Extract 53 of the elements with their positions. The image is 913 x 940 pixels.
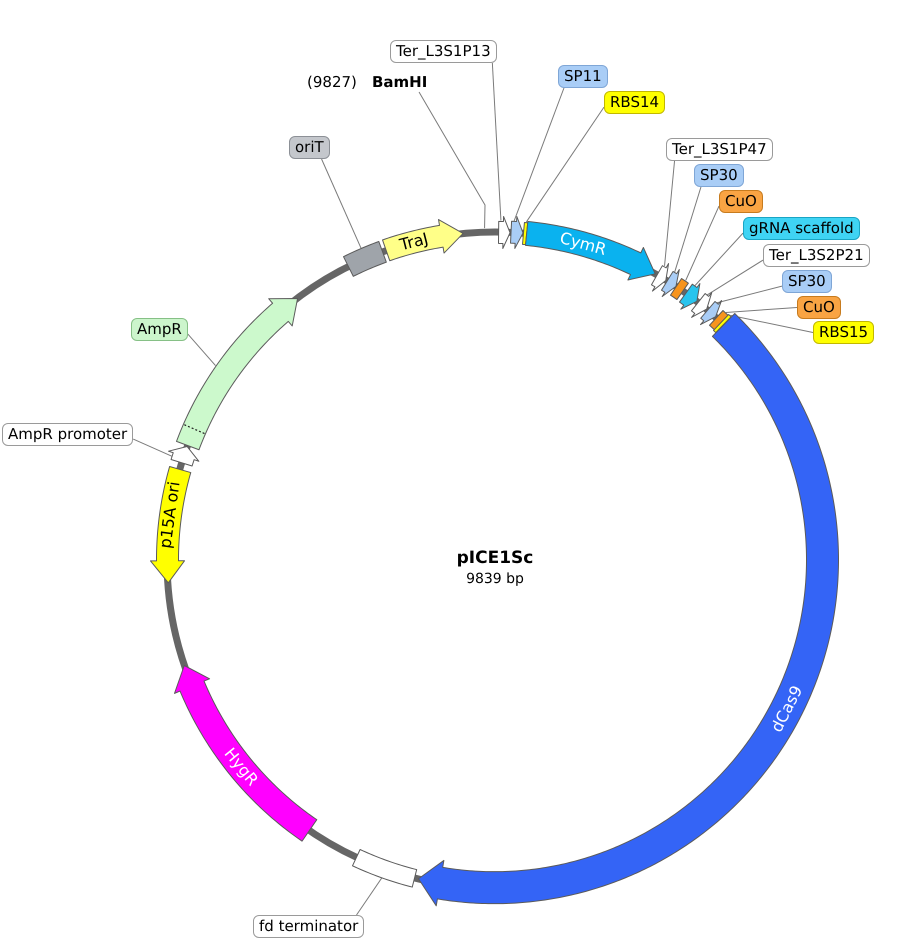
- callout-label: gRNA scaffold: [743, 217, 860, 240]
- leader-line: [526, 106, 604, 222]
- leader-line: [674, 186, 702, 272]
- leader-line: [685, 206, 720, 281]
- callout-label: fd terminator: [253, 915, 364, 938]
- callout-label: Ter_L3S1P47: [666, 138, 773, 161]
- feature-block: [352, 848, 418, 888]
- leader-line: [492, 62, 502, 222]
- callout-label: SP11: [558, 65, 608, 88]
- feature-band: [510, 216, 524, 250]
- callout-label: AmpR: [131, 318, 188, 341]
- feature-band: [382, 219, 464, 262]
- leader-line: [694, 232, 744, 286]
- callout-label: Ter_L3S2P21: [763, 244, 870, 267]
- feature-name: CymR: [558, 228, 608, 259]
- callout-label: RBS15: [813, 321, 874, 344]
- leader-line: [716, 286, 782, 304]
- leader-line: [664, 160, 676, 266]
- feature-block: [670, 278, 690, 300]
- feature-name: p15A ori: [156, 480, 184, 550]
- site-label: BamHI: [372, 73, 428, 92]
- feature-band: [700, 300, 722, 326]
- feature-name: TraJ: [398, 230, 430, 254]
- callout-label: RBS14: [604, 91, 666, 114]
- feature-block: [343, 240, 388, 277]
- plasmid-size: 9839 bp: [466, 570, 524, 588]
- callout-label: CuO: [719, 190, 763, 213]
- callout-label: AmpR promoter: [2, 423, 134, 446]
- leader-line: [187, 334, 216, 366]
- leader-line: [514, 88, 564, 222]
- leader-line: [418, 92, 486, 229]
- leader-line: [706, 260, 764, 296]
- feature-band: [690, 292, 712, 318]
- feature-band: [168, 446, 200, 467]
- leader-line: [132, 438, 172, 457]
- feature-band: [651, 262, 670, 292]
- leader-line: [725, 307, 798, 313]
- leader-line: [730, 314, 814, 333]
- feature-band: [660, 268, 680, 297]
- feature-band: [150, 466, 191, 584]
- callout-label: SP30: [782, 270, 832, 293]
- callout-label: SP30: [694, 164, 744, 187]
- leader-line: [321, 158, 362, 249]
- callout-label: CuO: [797, 296, 841, 319]
- feature-band: [525, 221, 656, 281]
- leader-line: [356, 877, 382, 916]
- plasmid-name: pICE1Sc: [456, 548, 534, 568]
- callout-label: Ter_L3S1P13: [390, 40, 497, 63]
- site-coordinate: (9827): [307, 73, 357, 92]
- feature-band: [679, 283, 700, 310]
- feature-band: [174, 665, 318, 842]
- callout-label: oriT: [289, 136, 330, 159]
- feature-band: [498, 216, 510, 249]
